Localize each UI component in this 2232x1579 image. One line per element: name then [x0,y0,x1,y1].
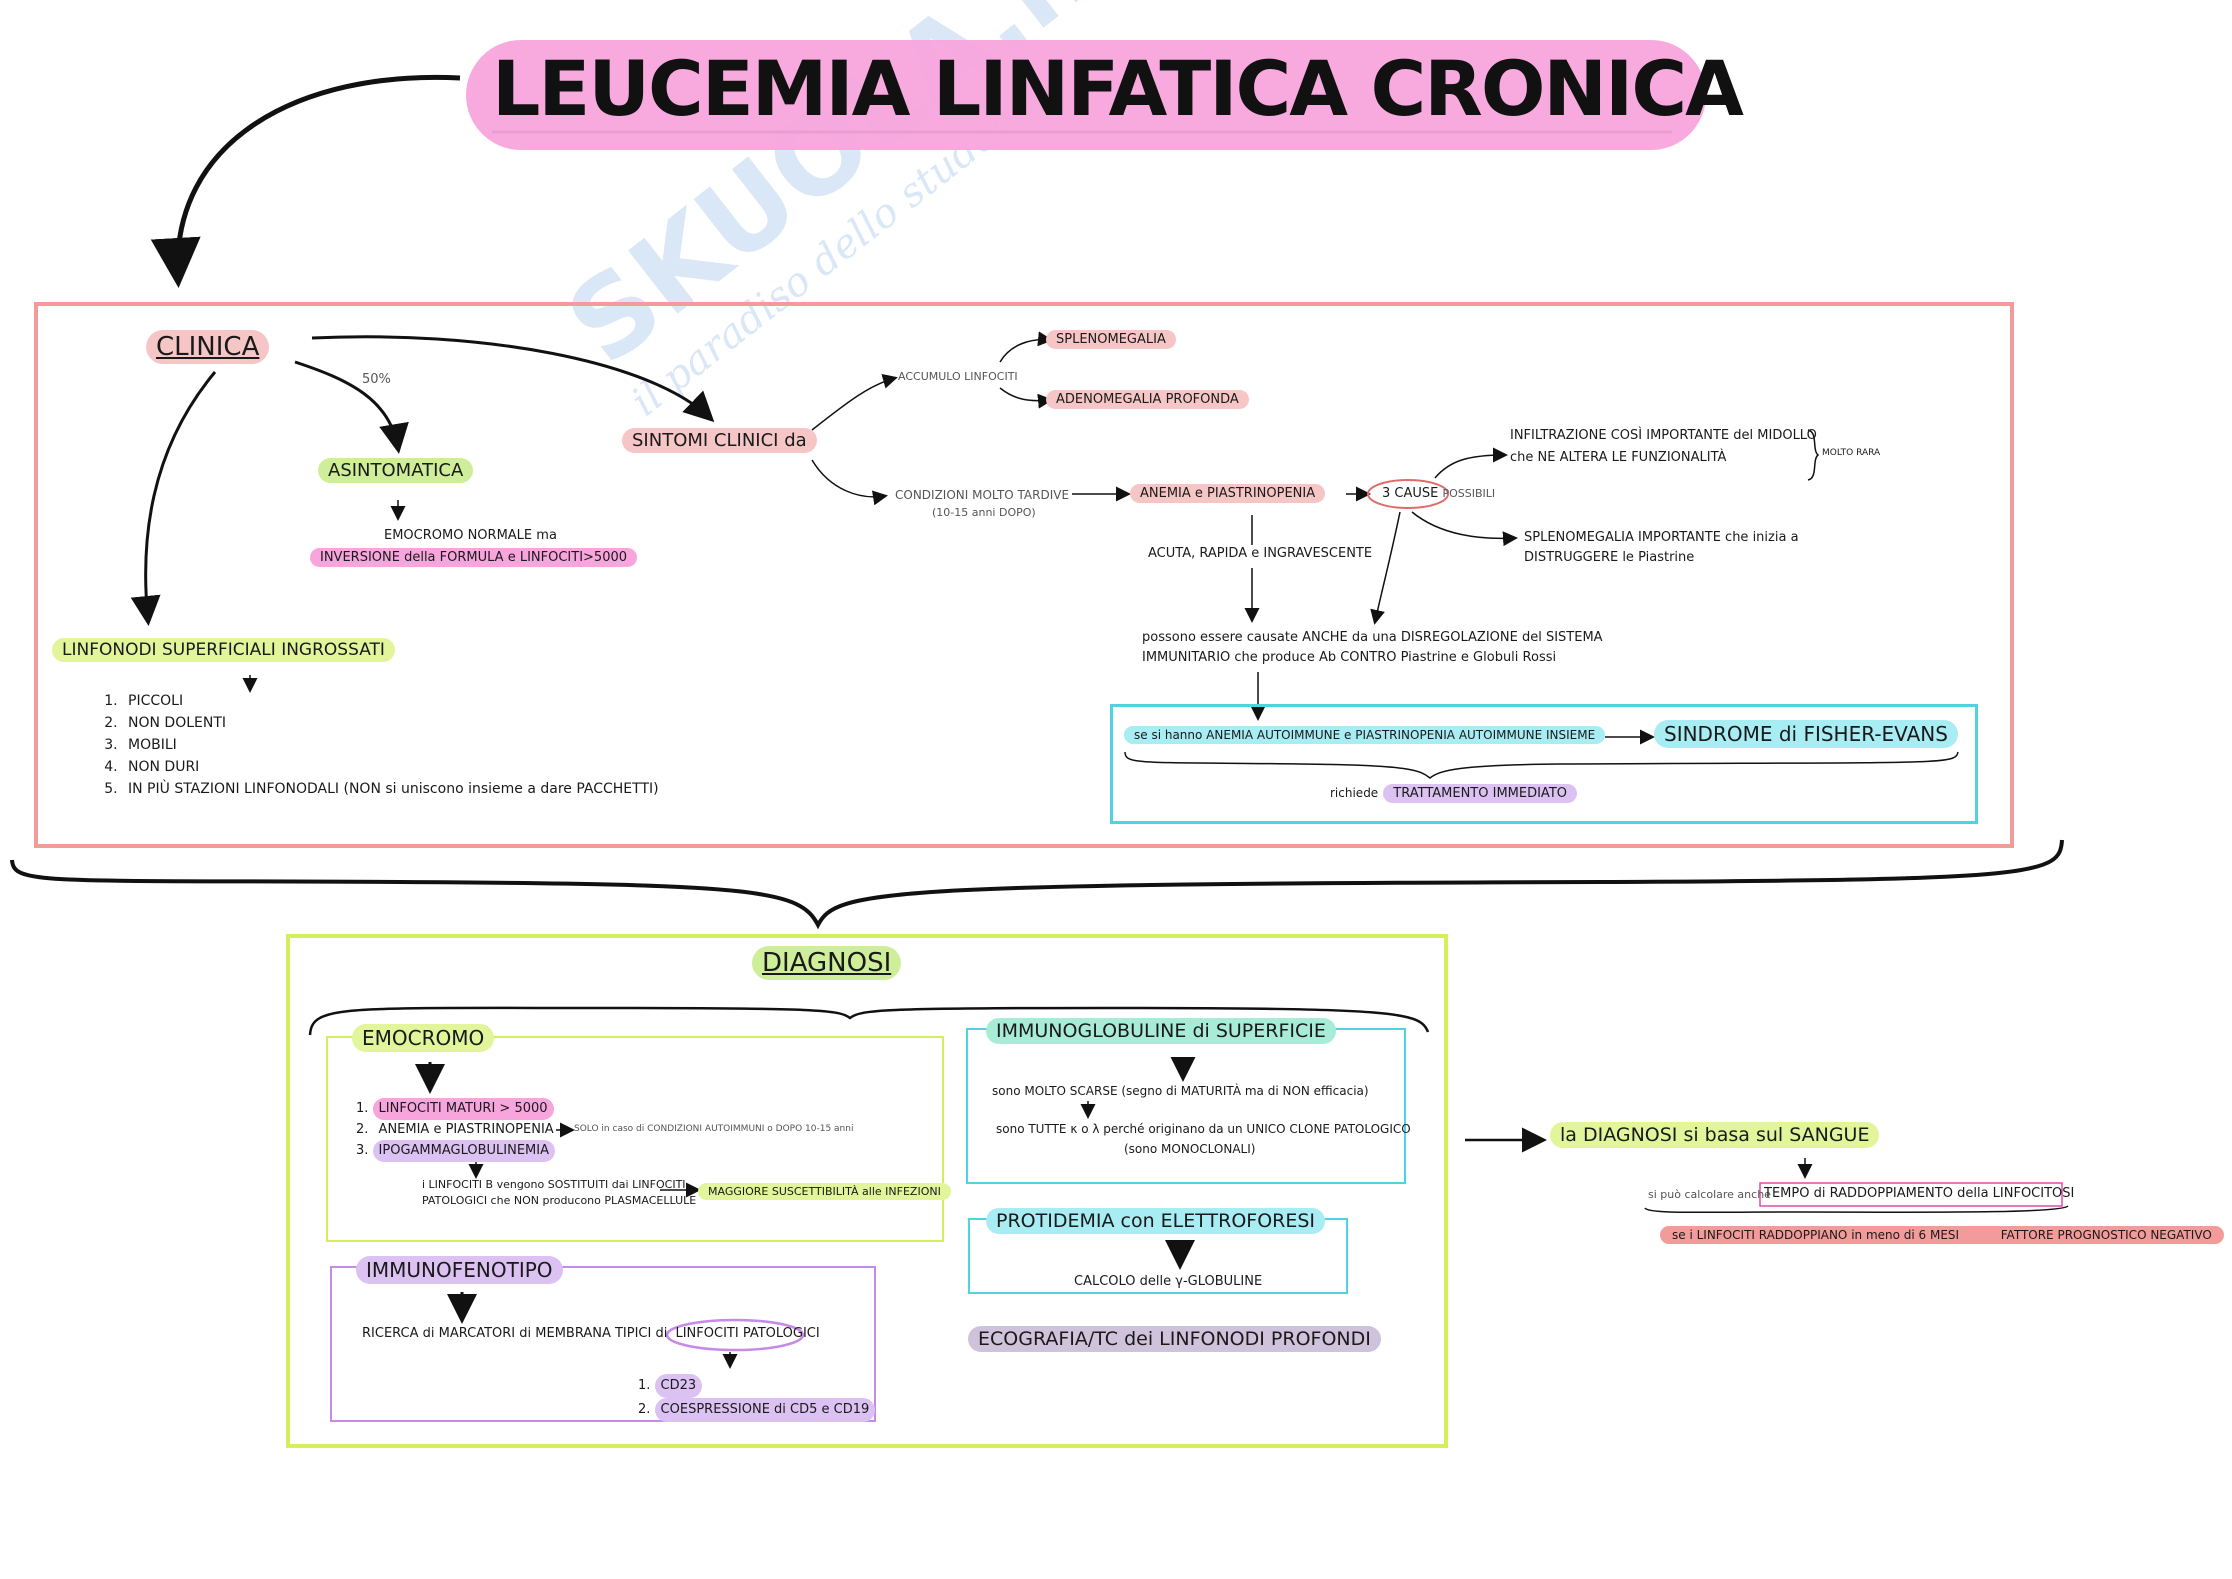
tempo-text: TEMPO di RADDOPPIAMENTO della LINFOCITOS… [1764,1186,2075,1201]
accumulo-label: ACCUMULO LINFOCITI [898,370,1018,383]
spleno-importante-line1: SPLENOMEGALIA IMPORTANTE che inizia a [1524,530,1799,545]
adenomegalia-text: ADENOMEGALIA PROFONDA [1046,390,1249,409]
diagnosi-heading: DIAGNOSI [752,946,902,980]
sangue-node: la DIAGNOSI si basa sul SANGUE [1550,1122,1880,1148]
marker-list: 1. CD23 2. COESPRESSIONE di CD5 e CD19 [638,1374,876,1422]
immunoglobuline-text: IMMUNOGLOBULINE di SUPERFICIE [986,1018,1336,1044]
emocromo-text: EMOCROMO [352,1024,495,1052]
linfociti-b-line1: i LINFOCITI B vengono SOSTITUITI dai LIN… [422,1178,686,1191]
acuta-label: ACUTA, RAPIDA e INGRAVESCENTE [1148,546,1373,561]
asintomatica-text: ASINTOMATICA [318,458,474,483]
fisher-pre-node: se si hanno ANEMIA AUTOIMMUNE e PIASTRIN… [1124,724,1606,744]
emocromo-node: EMOCROMO [352,1024,495,1052]
infiltrazione-line1: INFILTRAZIONE COSÌ IMPORTANTE del MIDOLL… [1510,428,1817,443]
emocromo-list: 1. LINFOCITI MATURI > 5000 2. ANEMIA e P… [356,1098,555,1162]
immunoglobuline-node: IMMUNOGLOBULINE di SUPERFICIE [986,1018,1336,1044]
diagnosi-box [286,934,1448,1448]
adenomegalia-node: ADENOMEGALIA PROFONDA [1046,388,1249,409]
condizioni-sub: (10-15 anni DOPO) [932,506,1036,519]
list-item: LINFOCITI MATURI > 5000 [372,1098,554,1120]
sangue-text: la DIAGNOSI si basa sul SANGUE [1550,1122,1880,1148]
trattamento-text: TRATTAMENTO IMMEDIATO [1383,784,1577,803]
disregolazione-line2: IMMUNITARIO che produce Ab CONTRO Piastr… [1142,650,1557,665]
anemia-node: ANEMIA e PIASTRINOPENIA [1130,482,1326,503]
sintomi-text: SINTOMI CLINICI da [622,428,817,453]
protidemia-text: PROTIDEMIA con ELETTROFORESI [986,1208,1326,1234]
linfociti-patologici: LINFOCITI PATOLOGICI [675,1326,820,1341]
si-puo-text: si può calcolare anche [1648,1188,1771,1201]
condizioni-label: CONDIZIONI MOLTO TARDIVE [895,488,1070,502]
emocromo-box [326,1036,944,1242]
richiede-text: richiede [1330,786,1379,800]
tutte-line1: sono TUTTE κ o λ perché originano da un … [996,1122,1411,1136]
disregolazione-line1: possono essere causate ANCHE da una DISR… [1142,630,1603,645]
fisher-box [1110,704,1978,824]
page-title: LEUCEMIA LINFATICA CRONICA [492,44,1744,133]
list-item: IN PIÙ STAZIONI LINFONODALI (NON si unis… [122,778,659,800]
asintomatica-node: ASINTOMATICA [318,458,474,483]
list-item: NON DURI [122,756,659,778]
richiede-row: richiede TRATTAMENTO IMMEDIATO [1330,782,1577,803]
sintomi-node: SINTOMI CLINICI da [622,428,817,453]
inversione-node: INVERSIONE della FORMULA e LINFOCITI>500… [310,546,638,567]
linfonodi-text: LINFONODI SUPERFICIALI INGROSSATI [52,638,395,662]
suscettibilita-text: MAGGIORE SUSCETTIBILITÀ alle INFEZIONI [698,1183,951,1200]
diagnosi-heading-text: DIAGNOSI [752,946,902,980]
splenomegalia-node: SPLENOMEGALIA [1046,328,1176,349]
anemia-text: ANEMIA e PIASTRINOPENIA [1130,484,1326,503]
fisher-node: SINDROME di FISHER-EVANS [1654,720,1958,748]
clinica-heading-text: CLINICA [146,330,270,364]
prognosi-row: se i LINFOCITI RADDOPPIANO in meno di 6 … [1660,1224,2224,1244]
fisher-pre-text: se si hanno ANEMIA AUTOIMMUNE e PIASTRIN… [1124,726,1606,744]
immunoglobuline-box [966,1028,1406,1184]
ricerca-text: RICERCA di MARCATORI di MEMBRANA TIPICI … [362,1326,668,1341]
list-item: MOBILI [122,734,659,756]
list-item: NON DOLENTI [122,712,659,734]
fisher-text: SINDROME di FISHER-EVANS [1654,720,1958,748]
inversione-text: INVERSIONE della FORMULA e LINFOCITI>500… [310,548,638,567]
percent-label: 50% [362,372,391,387]
list-item: ANEMIA e PIASTRINOPENIA [378,1122,554,1137]
list-item: PICCOLI [122,690,659,712]
se-linfociti-text: se i LINFOCITI RADDOPPIANO in meno di 6 … [1672,1228,1960,1242]
immunofenotipo-text: IMMUNOFENOTIPO [356,1256,563,1284]
splenomegalia-text: SPLENOMEGALIA [1046,330,1176,349]
clinica-heading: CLINICA [146,330,270,364]
ricerca-row: RICERCA di MARCATORI di MEMBRANA TIPICI … [362,1326,820,1341]
molto-rara: MOLTO RARA [1822,448,1881,458]
calcolo-text: CALCOLO delle γ-GLOBULINE [1074,1274,1263,1289]
fattore-text: FATTORE PROGNOSTICO NEGATIVO [2000,1228,2212,1242]
immunofenotipo-node: IMMUNOFENOTIPO [356,1256,563,1284]
infiltrazione-line2: che NE ALTERA LE FUNZIONALITÀ [1510,450,1727,465]
cause-n: 3 CAUSE [1382,486,1439,501]
ecografia-text: ECOGRAFIA/TC dei LINFONODI PROFONDI [968,1326,1381,1352]
title-highlight [466,40,1706,150]
protidemia-node: PROTIDEMIA con ELETTROFORESI [986,1208,1326,1234]
list-item: CD23 [654,1374,703,1398]
spleno-importante-line2: DISTRUGGERE le Piastrine [1524,550,1695,565]
list-item: COESPRESSIONE di CD5 e CD19 [654,1398,876,1422]
list-item: IPOGAMMAGLOBULINEMIA [372,1140,555,1162]
linfonodi-node: LINFONODI SUPERFICIALI INGROSSATI [52,638,395,662]
suscettibilita-node: MAGGIORE SUSCETTIBILITÀ alle INFEZIONI [698,1180,951,1200]
cause-word: POSSIBILI [1442,487,1496,500]
scarse-text: sono MOLTO SCARSE (segno di MATURITÀ ma … [992,1084,1369,1098]
emocromo-normale: EMOCROMO NORMALE ma [384,528,557,543]
linfociti-b-line2: PATOLOGICI che NON producono PLASMACELLU… [422,1194,697,1207]
ecografia-node: ECOGRAFIA/TC dei LINFONODI PROFONDI [968,1326,1381,1352]
solo-in-caso: SOLO in caso di CONDIZIONI AUTOIMMUNI o … [574,1124,854,1134]
immunofenotipo-box [330,1266,876,1422]
tutte-line2: (sono MONOCLONALI) [1124,1142,1256,1156]
linfonodi-list: PICCOLI NON DOLENTI MOBILI NON DURI IN P… [96,690,659,800]
cause-label: 3 CAUSE POSSIBILI [1382,486,1495,501]
clinica-box [34,302,2014,848]
